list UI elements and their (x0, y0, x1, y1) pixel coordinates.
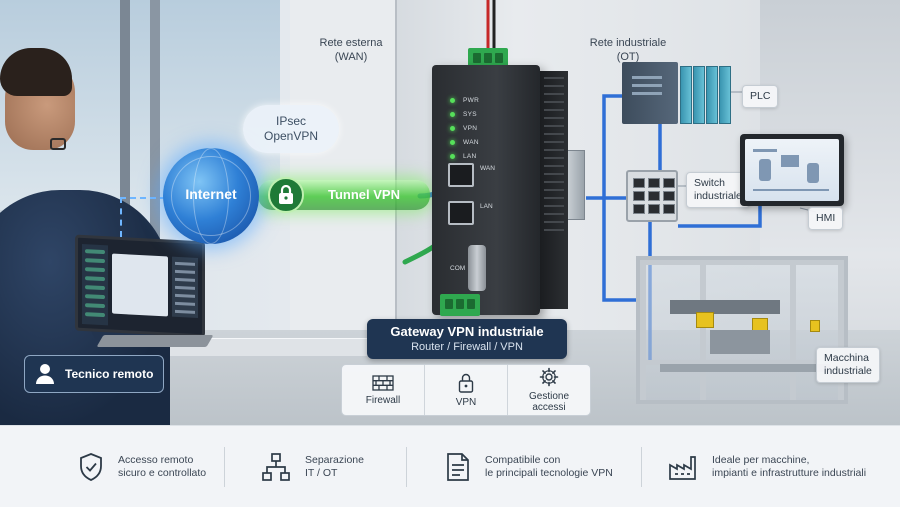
lan-port-label: LAN (480, 203, 493, 210)
led-label: WAN (463, 138, 479, 146)
led-label: PWR (463, 96, 480, 104)
hmi-label: HMI (808, 207, 844, 230)
shield-check-icon (80, 452, 102, 481)
cloud-line-openvpn: OpenVPN (263, 129, 319, 143)
cloud-line-ipsec: IPsec (275, 114, 306, 128)
wan-port (448, 163, 474, 187)
technician-hair (0, 48, 72, 96)
feature-vpn-label: VPN (455, 396, 477, 408)
wan-port-label: WAN (480, 165, 495, 172)
led-row: PWR (450, 93, 479, 107)
network-hierarchy-icon (262, 452, 290, 481)
machine-label: Macchina industriale (816, 347, 880, 383)
benefit-line2: impianti e infrastrutture industriali (712, 466, 867, 479)
document-icon (447, 452, 469, 481)
ot-zone-line1: Rete industriale (589, 37, 667, 49)
hmi-panel (740, 134, 844, 206)
gateway-title-box: Gateway VPN industriale Router / Firewal… (367, 319, 567, 359)
benefit-it-ot-separation: Separazione IT / OT (261, 444, 406, 490)
gateway-subtitle: Router / Firewall / VPN (411, 341, 523, 353)
remote-technician-box: Tecnico remoto (24, 355, 164, 393)
benefit-line1: Compatibile con (485, 453, 561, 466)
divider (406, 446, 407, 487)
benefit-text: Accesso remoto sicuro e controllato (118, 454, 206, 480)
wall-panel (290, 0, 395, 330)
lock-icon (268, 177, 304, 213)
user-icon (36, 364, 54, 384)
feature-firewall-label: Firewall (365, 394, 401, 406)
com-port-label: COM (450, 265, 466, 272)
benefit-line2: IT / OT (305, 466, 338, 479)
switch-label-line2: industriale (694, 190, 742, 202)
benefit-line2: sicuro e controllato (118, 466, 207, 479)
wan-zone-label: Rete esterna (WAN) (316, 36, 386, 64)
led-row: SYS (450, 107, 479, 121)
feature-access-line2: accessi (532, 402, 566, 413)
industrial-machine (636, 256, 848, 404)
benefit-line1: Accesso remoto (118, 453, 194, 466)
tunnel-label: Tunnel VPN (328, 187, 400, 202)
illustration-scene: Tunnel VPN Internet IPsec OpenVPN Rete e… (0, 0, 900, 425)
io-terminal (440, 294, 480, 316)
globe-label: Internet (185, 186, 237, 202)
remote-link-line (120, 197, 166, 199)
machine-label-line1: Macchina (824, 352, 869, 364)
gateway-heatsink (540, 71, 568, 309)
plc-device (622, 62, 731, 124)
divider (224, 446, 225, 487)
benefit-secure-access: Accesso remoto sicuro e controllato (78, 444, 224, 490)
benefit-text: Ideale per macchine, impianti e infrastr… (712, 454, 866, 480)
vpn-protocols-cloud: IPsec OpenVPN (243, 105, 339, 153)
firewall-icon (372, 374, 394, 391)
plc-label: PLC (742, 85, 779, 108)
ot-zone-line2: (OT) (616, 51, 640, 63)
feature-firewall: Firewall (342, 365, 425, 415)
technician-label: Tecnico remoto (65, 367, 154, 381)
led-label: SYS (463, 110, 477, 118)
benefits-bar: Accesso remoto sicuro e controllato Sepa… (0, 425, 900, 507)
led-row: VPN (450, 121, 479, 135)
benefit-line2: le principali tecnologie VPN (485, 466, 613, 479)
technician-glasses (50, 138, 66, 150)
wan-zone-line2: (WAN) (334, 51, 368, 63)
led-label: LAN (463, 152, 477, 160)
divider (641, 446, 642, 487)
window-mullion (120, 0, 130, 300)
lan-port (448, 201, 474, 225)
led-row: WAN (450, 135, 479, 149)
window-mullion (150, 0, 160, 300)
benefit-vpn-compatibility: Compatibile con le principali tecnologie… (445, 444, 641, 490)
com-port (468, 245, 486, 291)
gateway-device: PWR SYS VPN WAN LAN WAN LAN COM (432, 65, 568, 315)
lock-icon (458, 373, 474, 393)
ot-zone-label: Rete industriale (OT) (588, 36, 668, 64)
machine-label-line2: industriale (824, 365, 872, 377)
industrial-switch (626, 170, 678, 222)
benefit-text: Separazione IT / OT (305, 454, 364, 480)
led-row: LAN (450, 149, 479, 163)
feature-access-line1: Gestione (528, 391, 570, 402)
feature-access-management: Gestione accessi (508, 365, 590, 415)
status-leds: PWR SYS VPN WAN LAN (450, 93, 479, 163)
gateway-title: Gateway VPN industriale (390, 324, 544, 339)
internet-globe: Internet (163, 148, 259, 244)
benefit-text: Compatibile con le principali tecnologie… (485, 454, 613, 480)
power-terminal (468, 48, 508, 70)
benefit-industrial-use: Ideale per macchine, impianti e infrastr… (668, 444, 878, 490)
gear-icon (539, 367, 559, 387)
remote-link-line (120, 197, 122, 237)
switch-label-line1: Switch (694, 177, 725, 189)
benefit-line1: Separazione (305, 453, 364, 466)
hmi-screen (745, 139, 839, 201)
led-label: VPN (463, 124, 478, 132)
feature-vpn: VPN (425, 365, 508, 415)
factory-icon (669, 455, 696, 480)
benefit-line1: Ideale per macchine, (712, 453, 810, 466)
gateway-features: Firewall VPN Gestione accessi (341, 364, 591, 416)
wan-zone-line1: Rete esterna (319, 37, 383, 49)
